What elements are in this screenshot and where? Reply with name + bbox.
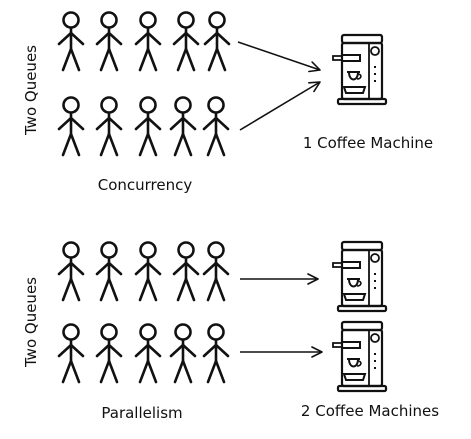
person-icon xyxy=(172,11,200,72)
person-icon xyxy=(57,11,85,72)
person-icon xyxy=(57,96,85,157)
person-icon xyxy=(202,96,230,157)
machine-caption-parallelism: 2 Coffee Machines xyxy=(301,402,439,420)
arrow-icon xyxy=(237,41,321,73)
side-label-concurrency: Two Queues xyxy=(22,45,40,136)
machine-caption-concurrency: 1 Coffee Machine xyxy=(303,134,433,152)
caption-parallelism: Parallelism xyxy=(101,404,182,422)
person-icon xyxy=(95,323,123,384)
queue-top-concurrency xyxy=(57,11,231,72)
person-icon xyxy=(95,11,123,72)
person-icon xyxy=(95,241,123,302)
side-label-parallelism: Two Queues xyxy=(22,277,40,368)
queue-bottom-parallelism xyxy=(57,323,230,384)
person-icon xyxy=(202,241,230,302)
person-icon xyxy=(57,323,85,384)
queue-bottom-concurrency xyxy=(57,96,230,157)
person-icon xyxy=(202,323,230,384)
person-icon xyxy=(203,11,231,72)
person-icon xyxy=(172,241,200,302)
queue-top-parallelism xyxy=(57,241,230,302)
person-icon xyxy=(169,323,197,384)
person-icon xyxy=(134,241,162,302)
person-icon xyxy=(57,241,85,302)
concurrency-panel: Two Queues 1 Coffee Machine Concurrency xyxy=(22,11,433,194)
person-icon xyxy=(134,11,162,72)
person-icon xyxy=(134,323,162,384)
coffee-machine-icon xyxy=(331,33,388,106)
caption-concurrency: Concurrency xyxy=(98,176,193,194)
coffee-machine-icon xyxy=(331,240,388,313)
person-icon xyxy=(95,96,123,157)
parallelism-panel: Two Queues Parallelism 2 Coffee Machines xyxy=(22,240,439,422)
coffee-machine-icon xyxy=(331,320,388,393)
arrow-icon xyxy=(239,81,321,131)
person-icon xyxy=(134,96,162,157)
person-icon xyxy=(169,96,197,157)
